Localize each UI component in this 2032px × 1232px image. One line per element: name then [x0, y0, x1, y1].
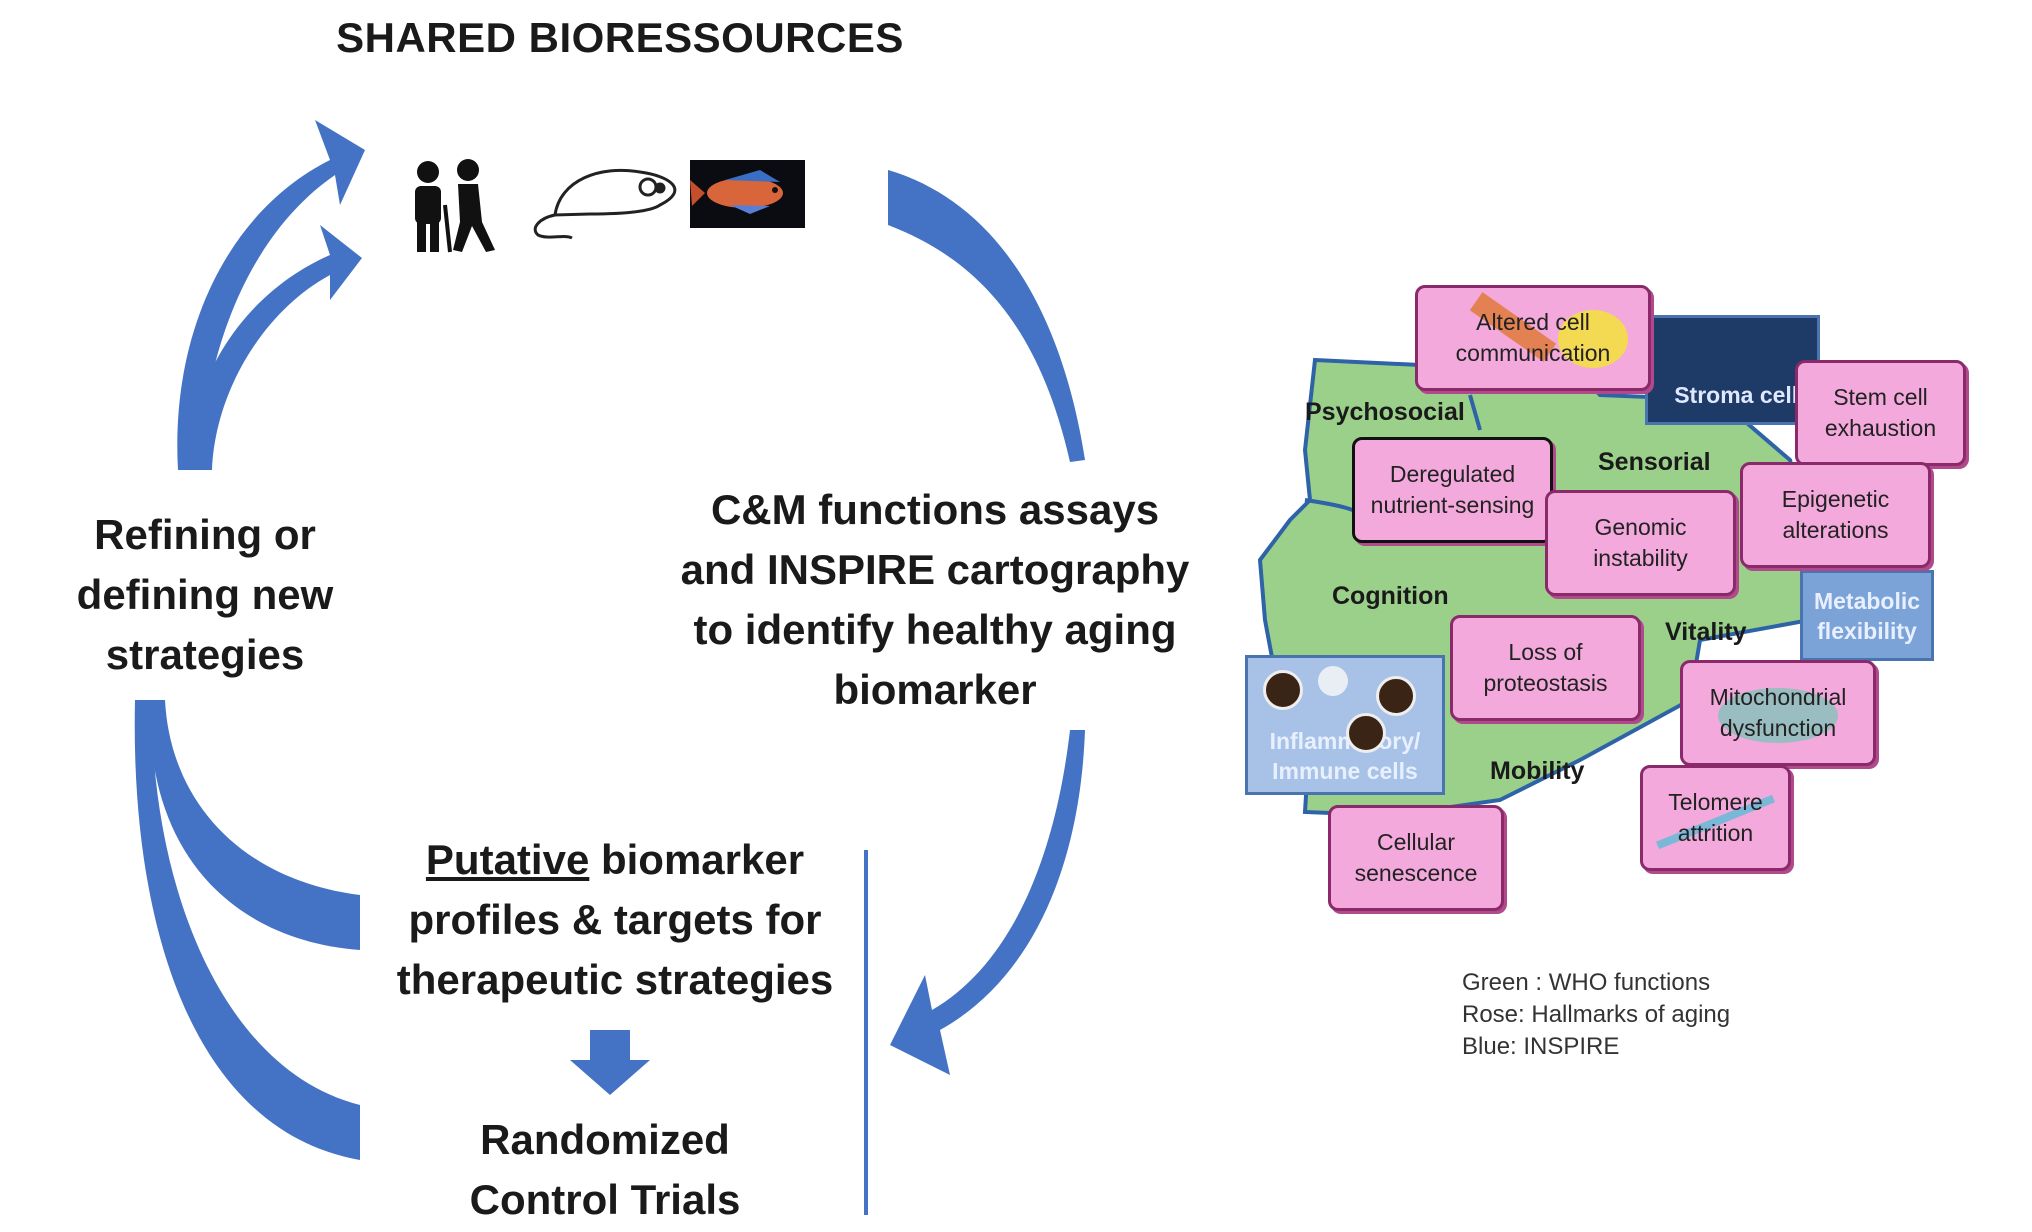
down-arrow-icon — [570, 1030, 650, 1095]
genomic-line-2: instability — [1593, 545, 1688, 571]
hallmark-stem-cell-exhaustion: Stem cell exhaustion — [1795, 360, 1966, 466]
stroma-label: Stroma cells — [1674, 382, 1811, 408]
who-mobility: Mobility — [1490, 757, 1585, 785]
hallmark-loss-of-proteostasis: Loss of proteostasis — [1450, 615, 1641, 721]
senescence-line-2: senescence — [1354, 860, 1478, 886]
who-cognition: Cognition — [1332, 582, 1449, 610]
immune-cell-icon — [1346, 713, 1386, 753]
refine-arrow-lower — [188, 225, 362, 470]
epigenetic-line-2: alterations — [1782, 517, 1889, 543]
hallmark-epigenetic-alterations: Epigenetic alterations — [1740, 462, 1931, 568]
hallmark-cellular-senescence: Cellular senescence — [1328, 805, 1504, 911]
assays-label: C&M functions assays and INSPIRE cartogr… — [650, 480, 1220, 720]
putative-word: Putative — [425, 836, 590, 883]
stem-line-2: exhaustion — [1824, 415, 1937, 441]
mito-line-2: dysfunction — [1719, 715, 1837, 741]
bioresources-to-assays-arrow — [888, 170, 1085, 462]
profiles-label: Putative biomarker profiles & targets fo… — [365, 830, 865, 1010]
diagram-title: SHARED BIORESSOURCES — [336, 14, 904, 61]
metabolic-line-1: Metabolic — [1813, 587, 1921, 614]
assays-to-profiles-arrow — [890, 730, 1085, 1075]
proteostasis-line-1: Loss of — [1508, 639, 1583, 665]
assays-line-1: C&M functions assays — [710, 486, 1160, 533]
immune-line-1: Inflammatory/ — [1269, 728, 1421, 754]
rct-label: Randomized Control Trials — [405, 1110, 805, 1230]
profiles-to-refine-arrow — [149, 700, 360, 950]
hallmark-altered-cell-communication: Altered cell communication — [1415, 285, 1651, 391]
refining-strategies-label: Refining or defining new strategies — [40, 505, 370, 685]
stem-line-1: Stem cell — [1833, 384, 1928, 410]
immune-cell-icon — [1263, 670, 1303, 710]
elderly-people-icon — [415, 159, 495, 253]
rct-line-1: Randomized — [480, 1116, 730, 1163]
hallmark-genomic-instability: Genomic instability — [1545, 490, 1736, 596]
who-vitality: Vitality — [1665, 618, 1747, 646]
rct-line-2: Control Trials — [469, 1176, 741, 1223]
telomere-line-2: attrition — [1677, 820, 1754, 846]
refining-line-3: strategies — [105, 631, 305, 678]
mitochondrion-icon — [1718, 688, 1838, 743]
legend-green: Green : WHO functions — [1462, 969, 1711, 996]
refining-line-2: defining new — [76, 571, 334, 618]
altered-line-1: Altered cell — [1476, 309, 1590, 335]
hallmark-mitochondrial-dysfunction: Mitochondrial dysfunction — [1680, 660, 1876, 766]
mito-line-1: Mitochondrial — [1709, 684, 1847, 710]
immune-cell-icon — [1376, 676, 1416, 716]
metabolic-line-2: flexibility — [1817, 617, 1917, 644]
refining-line-1: Refining or — [94, 511, 316, 558]
senescence-line-1: Cellular — [1377, 829, 1455, 855]
mouse-icon — [533, 168, 677, 240]
immune-line-2: Immune cells — [1272, 758, 1418, 784]
nutrient-line-2: nutrient-sensing — [1370, 492, 1535, 518]
fish-icon — [690, 160, 805, 228]
legend-blue: Blue: INSPIRE — [1462, 1033, 1620, 1060]
rct-to-refine-arrow — [134, 700, 360, 1160]
immune-cell-icon — [1318, 666, 1348, 696]
altered-line-2: communication — [1455, 340, 1611, 366]
profiles-line-2: profiles & targets for — [408, 896, 822, 943]
inspire-stroma-cells: Stroma cells — [1645, 315, 1820, 425]
profiles-line-1-rest: biomarker — [589, 836, 805, 883]
who-sensorial: Sensorial — [1598, 448, 1711, 476]
epigenetic-line-1: Epigenetic — [1781, 486, 1890, 512]
inspire-immune-cells: Inflammatory/ Immune cells — [1245, 655, 1445, 795]
assays-line-2: and INSPIRE cartography — [680, 546, 1190, 593]
proteostasis-line-2: proteostasis — [1483, 670, 1608, 696]
genomic-line-1: Genomic — [1594, 514, 1687, 540]
profiles-line-3: therapeutic strategies — [396, 956, 834, 1003]
hallmark-telomere-attrition: Telomere attrition — [1640, 765, 1791, 871]
who-psychosocial: Psychosocial — [1305, 398, 1465, 426]
legend-rose: Rose: Hallmarks of aging — [1462, 1001, 1731, 1028]
cell-icon — [1558, 310, 1628, 368]
inspire-metabolic-flexibility: Metabolic flexibility — [1800, 570, 1934, 661]
hallmark-deregulated-nutrient-sensing: Deregulated nutrient-sensing — [1352, 437, 1553, 543]
map-legend: Green : WHO functions Rose: Hallmarks of… — [1462, 967, 1730, 1063]
nutrient-line-1: Deregulated — [1389, 461, 1516, 487]
assays-line-4: biomarker — [833, 666, 1037, 713]
telomere-line-1: Telomere — [1668, 789, 1763, 815]
assays-line-3: to identify healthy aging — [693, 606, 1177, 653]
